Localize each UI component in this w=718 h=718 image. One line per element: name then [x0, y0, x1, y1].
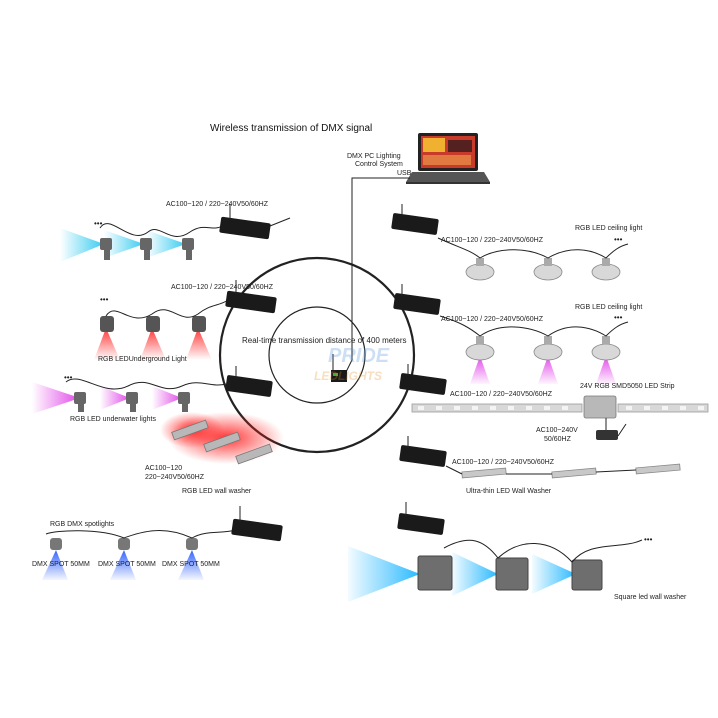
led-strip-icon — [411, 395, 709, 419]
dmx-decoder-icon — [219, 204, 291, 240]
ceiling-light-label-2: RGB LED ceiling light — [575, 304, 643, 311]
cyan-spotlight-group: ••• — [60, 219, 223, 262]
underground-light-group: ••• — [94, 295, 229, 360]
dmx-decoder-icon — [397, 502, 445, 535]
dmx-decoder-icon — [225, 366, 273, 397]
transmission-distance-label: Real-time transmission distance of 400 m… — [242, 336, 407, 345]
svg-text:•••: ••• — [644, 535, 653, 544]
underground-light-label: RGB LEDUnderground Light — [98, 356, 187, 363]
svg-text:PRIDE: PRIDE — [328, 345, 390, 367]
wall-washer-label: RGB LED wall washer — [182, 488, 252, 495]
left-power-label-2: AC100~120 / 220~240V50/60HZ — [171, 284, 273, 291]
ultra-thin-washer-group — [445, 463, 681, 479]
blue-spotlight-group — [42, 529, 237, 580]
washer-power-line2: 220~240V50/60HZ — [145, 474, 204, 481]
thin-washer-label: Ultra-thin LED Wall Washer — [466, 488, 552, 495]
usb-cable — [345, 177, 410, 373]
adapter-label-line1: AC100~240V — [536, 427, 578, 434]
adapter-label-line2: 50/60HZ — [544, 436, 571, 443]
outer-range-circle — [218, 256, 416, 454]
underwater-light-group: ••• — [32, 373, 227, 414]
pc-label-line2: Control System — [355, 161, 403, 168]
diagram-title: Wireless transmission of DMX signal — [210, 123, 373, 134]
dmx-decoder-icon — [393, 284, 441, 315]
spotlights-title: RGB DMX spotlights — [50, 521, 115, 528]
svg-text:•••: ••• — [100, 295, 109, 304]
thin-washer-power-label: AC100~120 / 220~240V50/60HZ — [452, 459, 554, 466]
brand-watermark: PRIDE LEDLIGHTS — [314, 345, 390, 383]
ceiling-power-label-1: AC100~120 / 220~240V50/60HZ — [441, 237, 543, 244]
inner-range-circle — [268, 306, 366, 404]
pc-label-line1: DMX PC Lighting — [347, 153, 401, 160]
strip-power-label: AC100~120 / 220~240V50/60HZ — [450, 391, 552, 398]
dmx-decoder-icon — [231, 506, 283, 542]
ceiling-light-label-1: RGB LED ceiling light — [575, 225, 643, 232]
washer-power-line1: AC100~120 — [145, 465, 183, 472]
dmx-decoder-icon — [399, 436, 447, 467]
square-washer-group: ••• — [348, 535, 653, 602]
left-power-label-1: AC100~120 / 220~240V50/60HZ — [166, 201, 268, 208]
svg-text:•••: ••• — [614, 313, 623, 322]
led-strip-label: 24V RGB SMD5050 LED Strip — [580, 383, 675, 390]
ceiling-light-group-1: ••• — [437, 235, 629, 281]
spot-label-2: DMX SPOT 50MM — [98, 561, 156, 568]
dmx-decoder-icon — [391, 204, 439, 235]
usb-label: USB — [397, 170, 412, 177]
svg-text:LEDLIGHTS: LEDLIGHTS — [314, 369, 382, 383]
laptop-icon — [406, 133, 490, 184]
ceiling-light-group-2: ••• — [439, 313, 629, 384]
wireless-transmitter-icon — [331, 354, 347, 382]
svg-text:•••: ••• — [64, 373, 73, 382]
dmx-decoder-icon — [225, 280, 277, 314]
svg-text:•••: ••• — [94, 219, 103, 228]
spot-label-3: DMX SPOT 50MM — [162, 561, 220, 568]
dmx-decoder-icon — [399, 364, 447, 395]
red-wall-washer-group — [160, 412, 284, 465]
svg-text:•••: ••• — [614, 235, 623, 244]
square-washer-label: Square led wall washer — [614, 594, 687, 601]
spot-label-1: DMX SPOT 50MM — [32, 561, 90, 568]
ceiling-power-label-2: AC100~120 / 220~240V50/60HZ — [441, 316, 543, 323]
power-adapter-icon — [596, 418, 627, 440]
underwater-light-label: RGB LED underwater lights — [70, 416, 156, 423]
